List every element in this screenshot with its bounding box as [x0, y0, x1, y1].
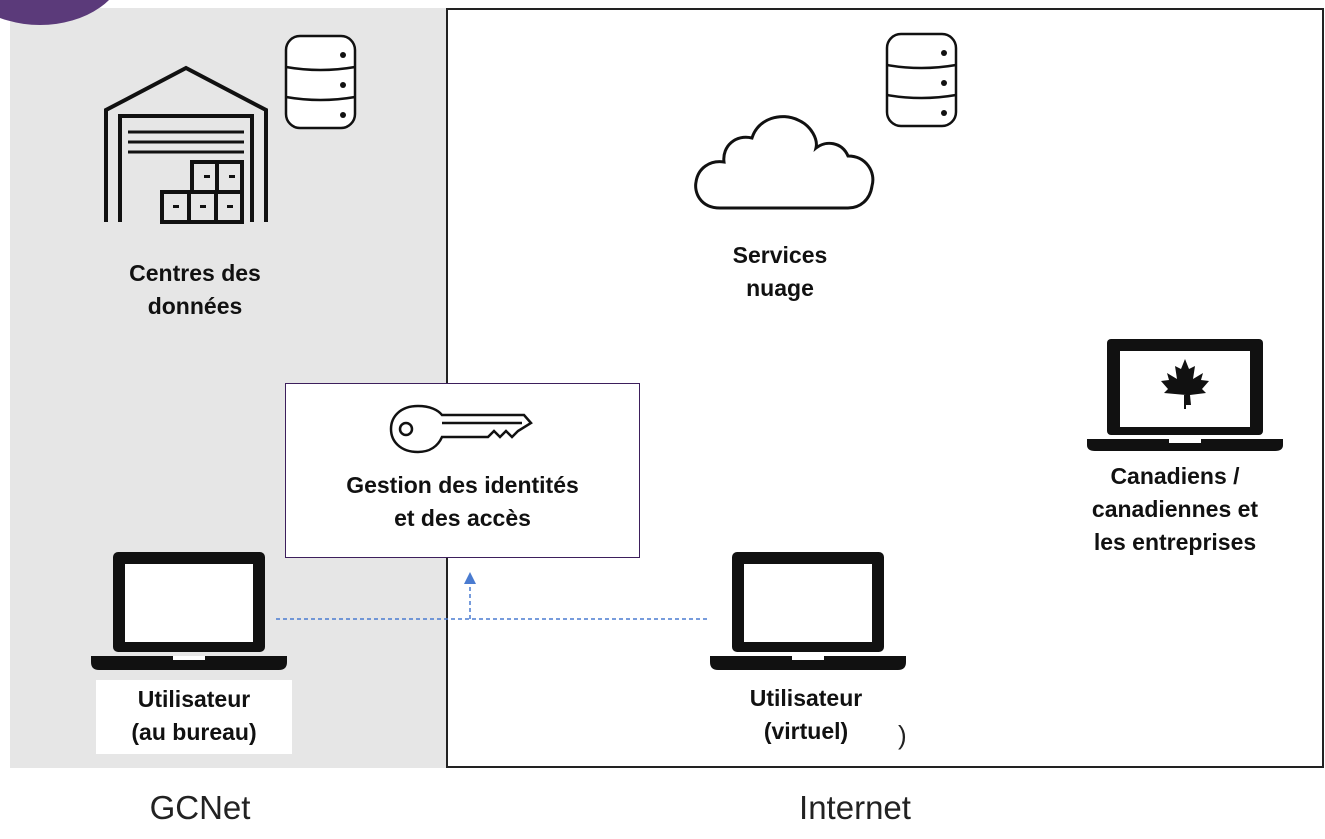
virtual-user-label: Utilisateur (virtuel)	[712, 682, 900, 752]
citizens-label-line1: Canadiens /	[1110, 463, 1240, 489]
citizens-label-line2: canadiennes et	[1091, 496, 1259, 522]
cloud-label-line1: Services	[732, 242, 828, 268]
gcnet-zone-label: GCNet	[149, 789, 251, 826]
office-user-label-line1: Utilisateur	[137, 686, 251, 712]
cloud-icon	[694, 115, 875, 210]
warehouse-icon	[104, 65, 268, 224]
cloud-label: Services nuage	[660, 239, 900, 305]
iam-label-line2: et des accès	[394, 505, 531, 531]
database-icon	[885, 32, 958, 128]
virtual-user-label-line2: (virtuel)	[763, 718, 849, 744]
datacenter-label: Centres des données	[80, 257, 310, 323]
iam-label: Gestion des identités et des accès	[285, 469, 640, 535]
database-icon	[284, 34, 357, 130]
laptop-icon	[710, 552, 906, 670]
laptop-maple-leaf-icon	[1087, 339, 1283, 451]
internet-zone-label: Internet	[799, 789, 911, 826]
iam-label-line1: Gestion des identités	[346, 472, 579, 498]
office-user-label: Utilisateur (au bureau)	[96, 680, 292, 754]
iam-box	[285, 383, 640, 558]
cloud-label-line2: nuage	[746, 275, 814, 301]
citizens-label-line3: les entreprises	[1093, 529, 1257, 555]
office-user-label-line2: (au bureau)	[131, 719, 257, 745]
stray-paren: )	[898, 720, 907, 750]
laptop-icon	[91, 552, 287, 670]
virtual-user-label-line1: Utilisateur	[749, 685, 863, 711]
key-icon	[389, 404, 533, 454]
citizens-label: Canadiens / canadiennes et les entrepris…	[1040, 460, 1310, 559]
datacenter-label-line1: Centres des	[129, 260, 261, 286]
datacenter-label-line2: données	[147, 293, 243, 319]
